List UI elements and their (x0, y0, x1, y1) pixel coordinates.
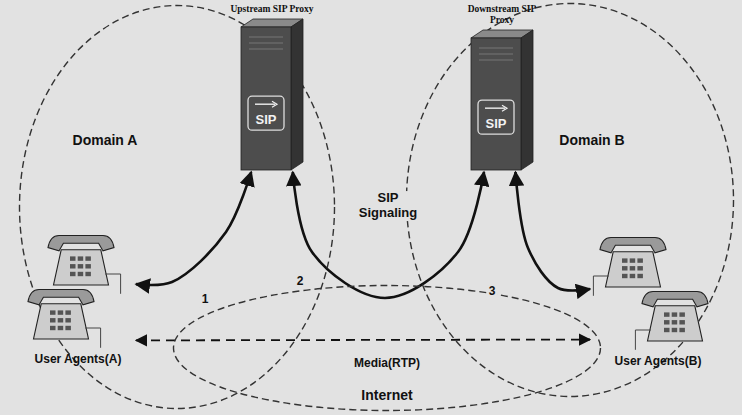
server-illustration (457, 28, 547, 172)
internet-region: Internet (172, 284, 602, 412)
telephone-icon (593, 238, 666, 296)
telephone-icon (28, 290, 101, 348)
sip-proxy-server: Upstream SIP ProxySIP (220, 4, 324, 172)
domain-region: Domain A Upstream SIP ProxySIP User Agents… (18, 4, 336, 410)
region-outline (174, 286, 601, 411)
region-label: Domain B (559, 132, 624, 148)
user-agent-label: User Agents(B) (590, 354, 726, 368)
phone-area (590, 224, 726, 354)
proxy-heading: Downstream SIP Proxy (466, 4, 538, 28)
user-agent-phones: User Agents(A) (20, 222, 136, 366)
user-agent-label: User Agents(A) (20, 352, 136, 366)
region-outline (407, 4, 734, 397)
sip-logo-text: SIP (486, 116, 507, 131)
phone-area (20, 222, 136, 352)
server-body: SIP (457, 28, 547, 172)
phone-illustration (20, 222, 130, 352)
telephone-icon (48, 236, 121, 294)
callout-number: 3 (487, 285, 498, 299)
server-body: SIP (220, 17, 324, 172)
media-label: Media(RTP) (352, 357, 422, 371)
signaling-arrow (516, 172, 591, 290)
telephone-icon (635, 292, 708, 350)
sip-proxy-server: Downstream SIP ProxySIP (457, 4, 547, 172)
signaling-arrow (136, 172, 251, 285)
signaling-arrow (293, 172, 484, 298)
user-agent-phones: User Agents(B) (590, 224, 726, 368)
sip-logo-text: SIP (256, 112, 277, 127)
signaling-label: SIP Signaling (351, 191, 425, 221)
callout-number: 1 (200, 293, 211, 307)
domain-region: Domain B Downstream SIP ProxySIP User Agen… (405, 2, 735, 398)
server-illustration (220, 17, 324, 172)
proxy-heading: Upstream SIP Proxy (222, 4, 322, 17)
region-label: Domain A (73, 132, 138, 148)
region-label: Internet (361, 387, 412, 403)
media-stream-arrow (136, 339, 590, 342)
callout-number: 2 (295, 275, 306, 289)
phone-illustration (590, 224, 720, 354)
region-outline (20, 6, 335, 409)
